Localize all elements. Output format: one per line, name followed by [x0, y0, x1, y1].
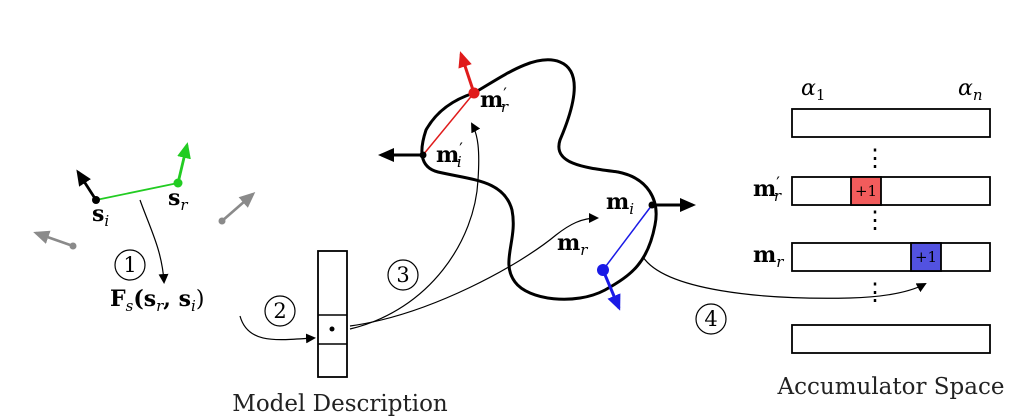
accumulator-space: α1 αn ⋮ +1 m′r ⋮ +1 mr ⋮	[753, 76, 991, 354]
svg-text:3: 3	[396, 263, 409, 287]
accumulator-row	[791, 324, 991, 354]
vertical-ellipsis: ⋮	[863, 278, 887, 306]
model-description-table	[317, 250, 348, 378]
accumulator-row-m-r	[791, 242, 991, 272]
step-2-marker: 2	[264, 295, 296, 327]
m-r-prime-label: m′r	[480, 84, 509, 116]
hash-table-column	[317, 250, 348, 378]
m-r-row-label: mr	[753, 242, 784, 271]
step-3-arrow-to-m-i	[349, 213, 599, 327]
gray-point	[218, 217, 226, 225]
vote-plus-one: +1	[855, 182, 877, 200]
step-4-arrow	[642, 256, 927, 299]
svg-text:2: 2	[273, 299, 286, 323]
svg-text:1: 1	[123, 253, 136, 277]
alpha-1-label: α1	[801, 76, 825, 104]
svg-text:4: 4	[704, 307, 717, 331]
s-i-label: si	[92, 201, 109, 230]
m-r-prime-point	[468, 87, 480, 99]
step-3-arrow-to-m-r-prime	[349, 122, 481, 330]
s-i-normal-arrow	[76, 169, 98, 201]
model-pair-m: mi mr	[557, 189, 696, 311]
s-r-point	[173, 178, 183, 188]
m-r-label: mr	[557, 230, 588, 259]
model-pair-m-prime: m′r m′i	[378, 51, 509, 171]
vote-cell-blue	[910, 242, 942, 272]
hash-table-entry-dot	[329, 326, 335, 332]
m-i-label: mi	[606, 189, 634, 218]
scene-pair-connector	[95, 182, 179, 201]
s-r-label: sr	[168, 185, 188, 214]
m-prime-pair-connector	[422, 92, 475, 156]
scene-point-pair: si sr	[76, 142, 191, 230]
vote-cell-red	[850, 176, 882, 206]
step-2-arrow	[239, 315, 316, 344]
s-r-normal-arrow	[176, 142, 191, 184]
other-scene-points	[33, 192, 256, 250]
m-r-point	[597, 264, 609, 276]
s-i-point	[92, 196, 100, 204]
m-pair-connector	[602, 204, 653, 271]
gray-point	[69, 242, 77, 250]
vote-plus-one: +1	[915, 248, 937, 266]
m-r-prime-row-label: m′r	[753, 173, 782, 205]
point-pair-feature-label: Fs(sr, si)	[110, 286, 204, 315]
step-4-marker: 4	[695, 303, 727, 335]
m-r-normal-arrow	[601, 269, 621, 311]
m-r-prime-normal-arrow	[458, 51, 476, 94]
accumulator-row	[791, 108, 991, 138]
vertical-ellipsis: ⋮	[863, 206, 887, 234]
vertical-ellipsis: ⋮	[863, 144, 887, 172]
alpha-n-label: αn	[958, 76, 983, 104]
m-i-prime-point	[419, 151, 427, 159]
m-i-point	[648, 201, 656, 209]
m-i-prime-label: m′i	[436, 139, 463, 171]
accumulator-row-m-r-prime	[791, 176, 991, 206]
step-1-arrow	[139, 199, 169, 284]
gray-point-normal-arrow	[221, 192, 256, 222]
model-contour	[420, 58, 658, 301]
gray-point-normal-arrow	[33, 230, 74, 248]
step-1-marker: 1	[114, 249, 146, 281]
step-3-marker: 3	[387, 259, 419, 291]
model-description-caption: Model Description	[232, 391, 448, 417]
accumulator-space-caption: Accumulator Space	[777, 374, 1005, 400]
